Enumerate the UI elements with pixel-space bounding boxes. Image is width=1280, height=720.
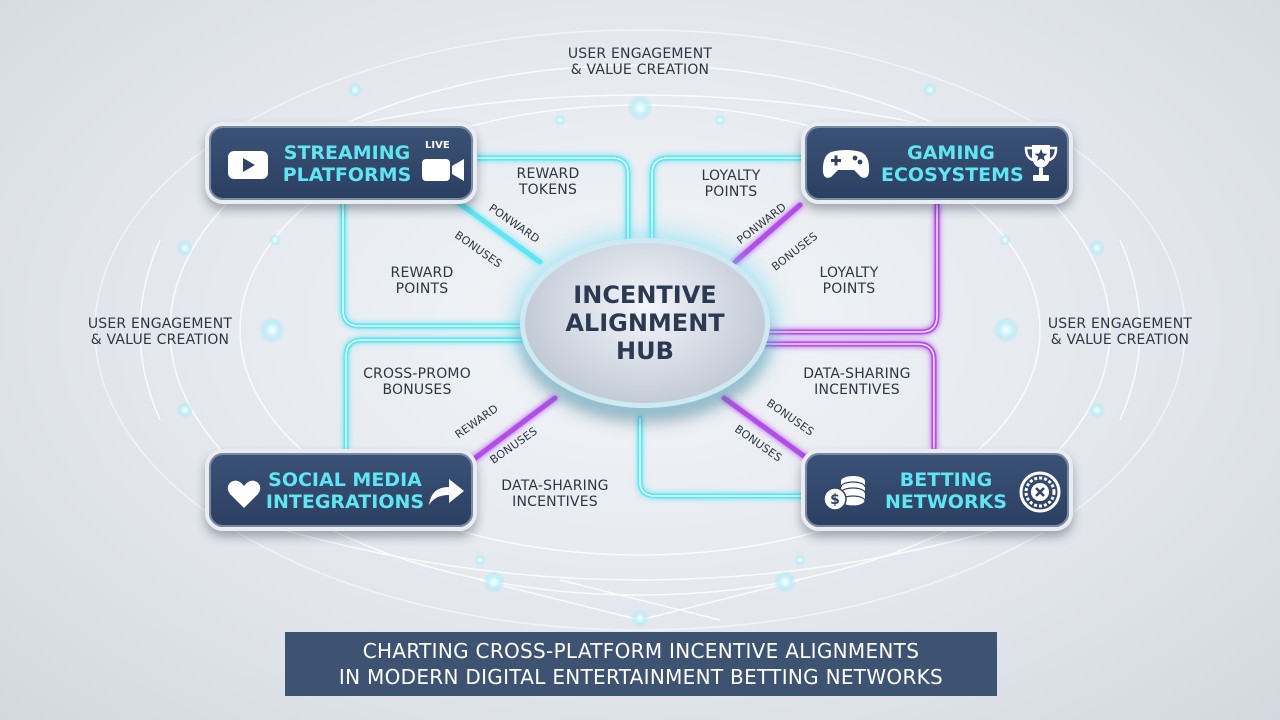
ring-dots: [177, 83, 1105, 627]
coins-icon: $: [823, 476, 866, 511]
footer-title-banner: Charting Cross-Platform Incentive Alignm…: [285, 632, 997, 696]
edge-label-text: Loyalty: [819, 265, 879, 281]
node-gaming-title-line2: Ecosystems: [881, 164, 1024, 186]
edge-label-text: Points: [395, 281, 449, 297]
ring-label-right: User Engagement & Value Creation: [1048, 316, 1192, 348]
footer-title-line2: in Modern Digital Entertainment Betting …: [338, 665, 944, 689]
trophy-icon: [1024, 145, 1058, 181]
edge-label-data-sharing-bottom: Data-Sharing Incentives: [501, 478, 608, 510]
footer-title-line1: Charting Cross-Platform Incentive Alignm…: [362, 639, 920, 663]
ring-label-top-line1: User Engagement: [567, 46, 713, 62]
node-betting-title-line2: Networks: [885, 491, 1007, 513]
ring-label-top: User Engagement & Value Creation: [568, 46, 712, 78]
node-streaming-title: Streaming Platforms: [281, 142, 413, 186]
edge-label-text: Incentives: [512, 494, 598, 510]
ring-label-top-line2: & Value Creation: [570, 62, 710, 78]
ring-label-left-line1: User Engagement: [87, 316, 233, 332]
edge-label-text: Points: [822, 281, 876, 297]
edge-label-loyalty-points-right: Loyalty Points: [820, 265, 879, 297]
edge-label-text: Data-Sharing: [501, 478, 609, 494]
edge-label-text: Data-Sharing: [803, 366, 911, 382]
node-gaming-title: Gaming Ecosystems: [881, 142, 1024, 186]
hub-title: Incentive Alignment Hub: [565, 281, 724, 365]
node-social-media-integrations[interactable]: Social Media Integrations: [205, 449, 477, 531]
edge-label-reward-tokens: Reward Tokens: [517, 166, 580, 198]
node-streaming-platforms[interactable]: Streaming Platforms LIVE: [205, 122, 477, 204]
play-button-icon: [228, 151, 268, 179]
edge-label-text: Points: [704, 184, 758, 200]
edge-label-text: Reward: [390, 265, 454, 281]
share-arrow-icon: [429, 479, 464, 505]
svg-text:$: $: [830, 492, 840, 508]
live-badge: LIVE: [425, 140, 450, 151]
edge-label-reward-points: Reward Points: [391, 265, 454, 297]
node-streaming-title-line2: Platforms: [282, 164, 412, 186]
ring-label-left-line2: & Value Creation: [90, 332, 230, 348]
ring-label-right-line2: & Value Creation: [1050, 332, 1190, 348]
edge-label-loyalty-points-top: Loyalty Points: [702, 168, 761, 200]
ring-label-right-line1: User Engagement: [1047, 316, 1193, 332]
node-streaming-title-line1: Streaming: [283, 142, 411, 164]
node-betting-title: Betting Networks: [875, 469, 1017, 513]
roulette-wheel-icon: [1019, 471, 1061, 513]
node-gaming-ecosystems[interactable]: Gaming Ecosystems: [801, 122, 1073, 204]
heart-icon: [227, 480, 261, 508]
hub-title-line2: Alignment: [565, 309, 725, 337]
ring-label-left: User Engagement & Value Creation: [88, 316, 232, 348]
edge-label-text: Tokens: [518, 182, 578, 198]
edge-label-text: Incentives: [814, 382, 900, 398]
edge-label-text: Loyalty: [701, 168, 761, 184]
node-betting-title-line1: Betting: [899, 469, 993, 491]
node-gaming-title-line1: Gaming: [907, 142, 995, 164]
incentive-alignment-hub[interactable]: Incentive Alignment Hub: [520, 238, 770, 408]
hub-title-line3: Hub: [616, 337, 674, 365]
edge-label-cross-promo: Cross-Promo Bonuses: [363, 366, 471, 398]
node-social-title-line1: Social Media: [268, 469, 422, 491]
node-social-title: Social Media Integrations: [263, 469, 427, 513]
node-betting-networks[interactable]: $ Betting Networks: [801, 449, 1073, 531]
video-camera-icon: [422, 159, 464, 181]
edge-label-data-sharing-right: Data-Sharing Incentives: [803, 366, 910, 398]
edge-label-text: Cross-Promo: [363, 366, 471, 382]
edge-label-text: Reward: [516, 166, 580, 182]
hub-title-line1: Incentive: [573, 281, 717, 309]
gamepad-icon: [822, 150, 870, 178]
node-social-title-line2: Integrations: [265, 491, 425, 513]
edge-label-text: Bonuses: [382, 382, 452, 398]
